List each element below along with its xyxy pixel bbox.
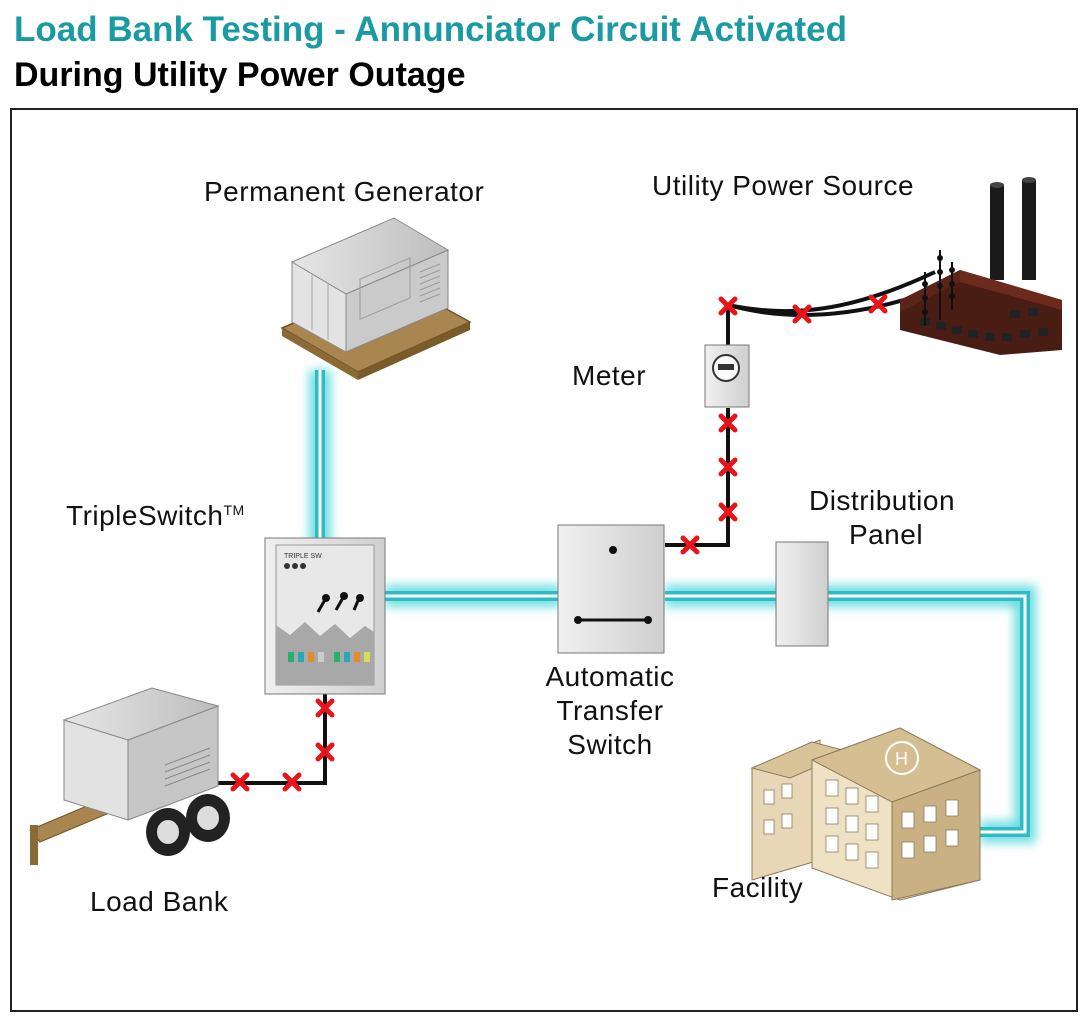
loadbank-icon [29,687,230,865]
svg-text:TRIPLE SW: TRIPLE SW [284,553,322,560]
label-automatic-transfer-switch: Automatic Transfer Switch [545,661,675,760]
meter-icon [704,344,750,408]
active-power-path [309,370,1036,843]
label-tripleswitch: TripleSwitchTM [66,500,245,531]
label-load-bank: Load Bank [90,886,229,917]
svg-text:H: H [895,749,908,769]
label-facility: Facility [712,872,804,903]
diagram-frame [10,108,1078,1012]
trademark-symbol: TM [223,502,245,518]
diagram-subtitle: During Utility Power Outage [14,56,466,94]
tripleswitch-icon: TRIPLE SW [264,537,386,695]
generator-icon [280,217,472,380]
label-permanent-generator: Permanent Generator [204,176,485,207]
label-distribution-panel: Distribution Panel [808,485,956,550]
label-utility-power-source: Utility Power Source [652,170,915,201]
transfer-switch-icon [557,524,665,654]
facility-icon: H [750,727,982,901]
diagram-title: Load Bank Testing - Annunciator Circuit … [14,10,847,49]
label-meter: Meter [572,360,647,391]
distribution-panel-icon [775,541,829,647]
power-plant-icon [900,177,1062,355]
